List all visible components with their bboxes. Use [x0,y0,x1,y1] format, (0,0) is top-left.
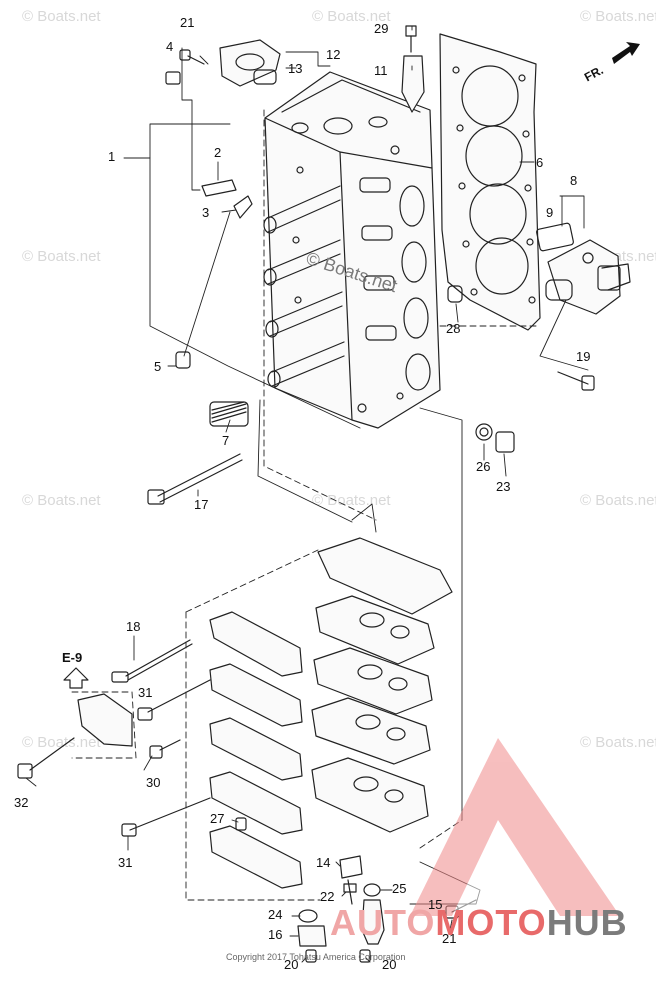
small-parts-upper [147,25,595,505]
callout-23: 23 [496,479,511,494]
callout-32: 32 [14,795,29,810]
callout-20: 20 [382,957,397,972]
callout-5: 5 [154,359,162,374]
callout-29: 29 [374,21,389,36]
callout-24: 24 [268,907,283,922]
reference-label: E-9 [62,650,83,665]
callout-22: 22 [320,889,335,904]
leader-lines [123,25,589,821]
callout-11: 11 [374,63,388,78]
callout-17: 17 [194,497,209,512]
brand-wordmark: AUTOMOTOHUB [330,902,628,944]
callout-30: 30 [146,775,161,790]
watermark-text: © Boats.net [22,248,101,265]
cam-carrier-stack [209,537,453,889]
callout-12: 12 [326,47,341,62]
front-direction-arrow-icon [612,42,640,64]
callout-26: 26 [476,459,491,474]
copyright-text: Copyright 2017 Tohatsu America Corporati… [226,952,406,962]
brand-part-hub: HUB [546,902,628,943]
callout-21: 21 [180,15,195,30]
watermark-text: © Boats.net [580,492,656,509]
watermark-text: © Boats.net [22,734,101,751]
callout-31: 31 [138,685,153,700]
cylinder-head [263,71,441,429]
small-parts-lower [17,639,477,963]
callout-31: 31 [118,855,133,870]
callout-15: 15 [428,897,443,912]
callout-1: 1 [108,149,116,164]
callout-16: 16 [268,927,283,942]
watermark-text: © Boats.net [22,8,101,25]
callout-8: 8 [570,173,578,188]
callout-2: 2 [214,145,222,160]
callout-18: 18 [126,619,141,634]
group-frames [71,109,541,901]
callout-3: 3 [202,205,210,220]
callout-6: 6 [536,155,544,170]
reference-arrow-icon [63,667,89,689]
callout-9: 9 [546,205,554,220]
watermark-text: © Boats.net [580,8,656,25]
head-gasket [439,33,541,331]
brand-part-moto: MOTO [435,902,547,943]
callout-19: 19 [576,349,591,364]
watermark-text: © Boats.net [580,734,656,751]
callout-20: 20 [284,957,299,972]
callout-21: 21 [442,931,457,946]
brand-logo-icon [410,738,620,916]
watermark-text: © Boats.net [312,8,391,25]
callout-25: 25 [392,881,407,896]
callout-4: 4 [166,39,174,54]
callout-28: 28 [446,321,461,336]
callout-13: 13 [288,61,303,76]
callout-7: 7 [222,433,230,448]
callout-14: 14 [316,855,331,870]
brand-part-auto: AUTO [330,902,436,943]
watermark-text: © Boats.net [22,492,101,509]
callout-27: 27 [210,811,225,826]
oil-control-valve [536,222,631,315]
